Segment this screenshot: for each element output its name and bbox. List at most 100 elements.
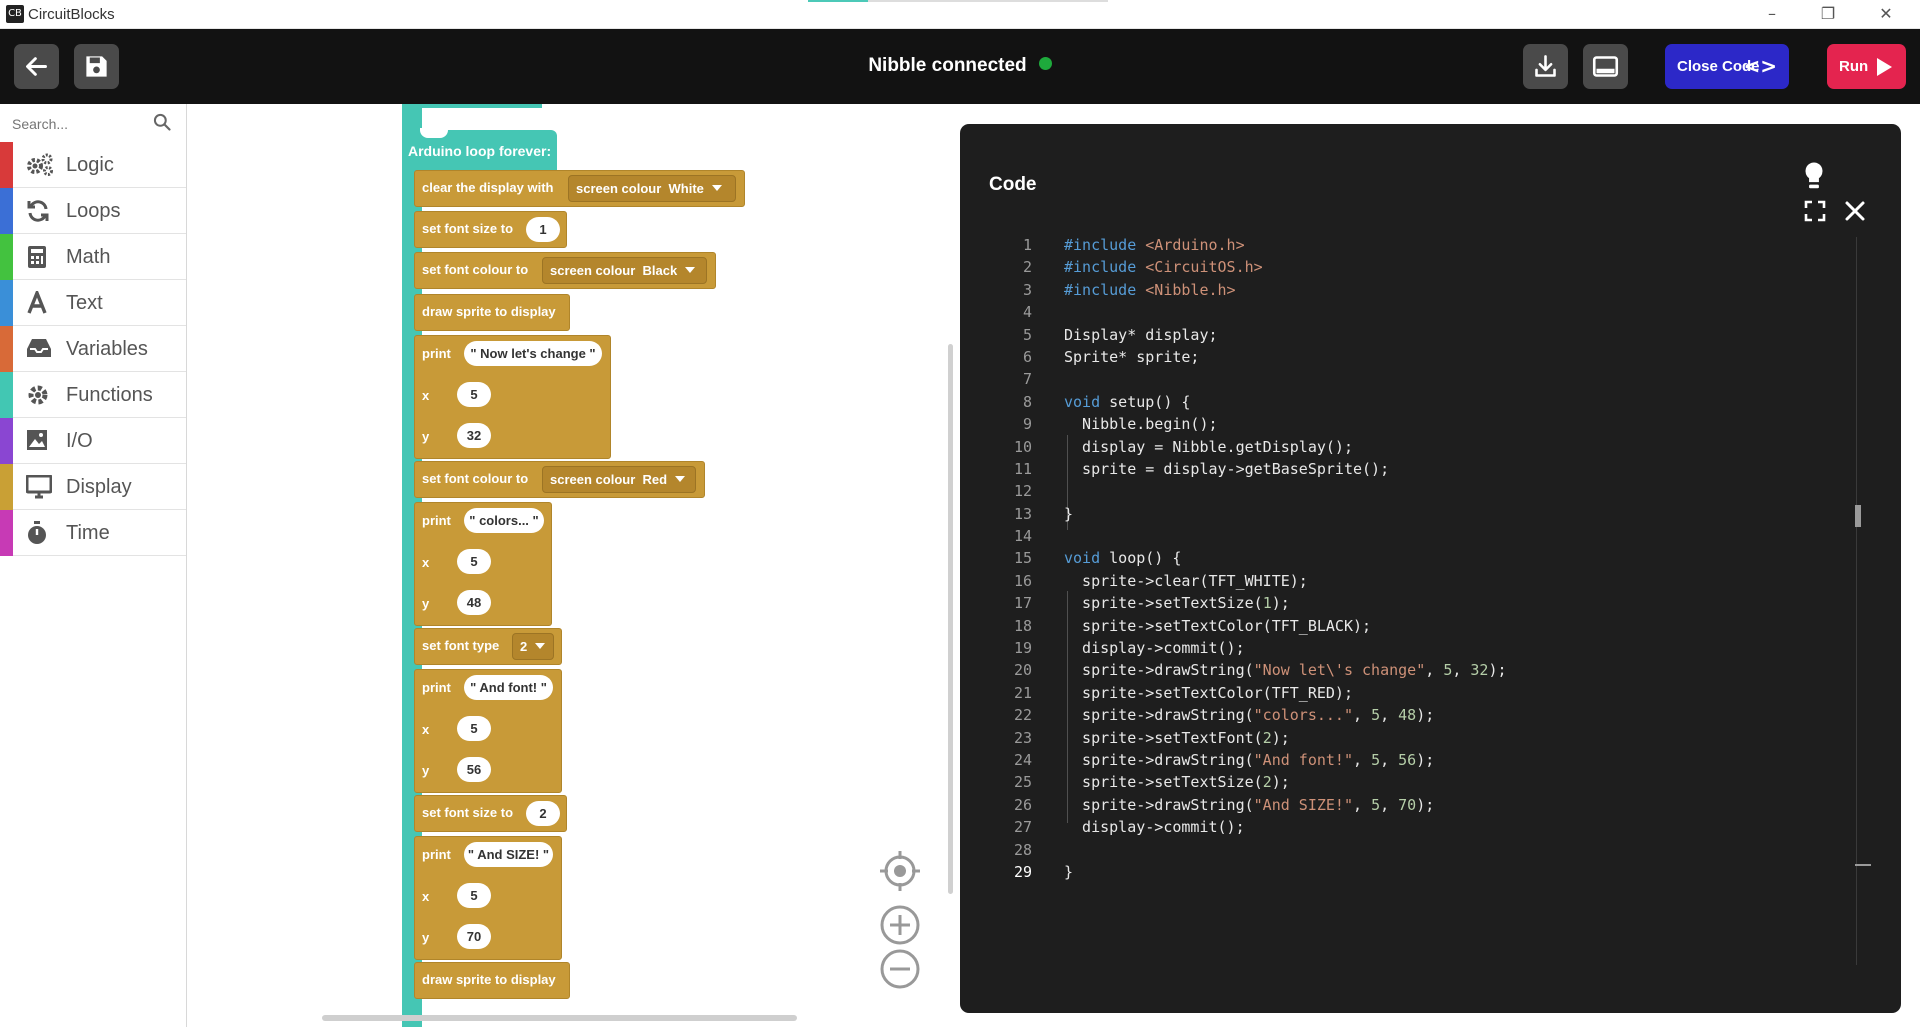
category-color-stripe — [0, 234, 13, 280]
code-line[interactable]: 12 — [960, 480, 1840, 502]
print-y-value[interactable]: 32 — [457, 423, 491, 448]
code-line[interactable]: 29} — [960, 861, 1840, 883]
code-line[interactable]: 17 sprite->setTextSize(1); — [960, 592, 1840, 614]
restore-icon[interactable]: ❐ — [1820, 4, 1836, 23]
inbox-icon — [26, 337, 52, 361]
close-code-label: Close Code — [1677, 58, 1760, 75]
code-scroll-marker — [1855, 864, 1871, 866]
sidebar-item-text[interactable]: Text — [0, 280, 186, 326]
code-line[interactable]: 16 sprite->clear(TFT_WHITE); — [960, 570, 1840, 592]
code-line[interactable]: 21 sprite->setTextColor(TFT_RED); — [960, 682, 1840, 704]
workspace-vertical-scrollbar[interactable] — [948, 344, 953, 894]
code-line[interactable]: 25 sprite->setTextSize(2); — [960, 771, 1840, 793]
code-line[interactable]: 11 sprite = display->getBaseSprite(); — [960, 458, 1840, 480]
loop-forever-block[interactable] — [402, 128, 557, 172]
print-x-value[interactable]: 5 — [457, 382, 491, 407]
print-label: print — [422, 847, 451, 862]
print-x-value[interactable]: 5 — [457, 883, 491, 908]
print-text-value[interactable]: " colors... " — [464, 508, 544, 533]
terminal-window-icon — [1592, 56, 1619, 77]
code-line[interactable]: 4 — [960, 301, 1840, 323]
sidebar-item-display[interactable]: Display — [0, 464, 186, 510]
set-font-colour-label: set font colour to — [422, 262, 529, 277]
close-icon[interactable] — [1844, 200, 1866, 222]
code-line[interactable]: 7 — [960, 368, 1840, 390]
line-number: 27 — [1013, 818, 1032, 837]
sidebar-item-label: Logic — [66, 154, 114, 176]
back-button[interactable] — [14, 44, 59, 89]
print-x-value[interactable]: 5 — [457, 716, 491, 741]
sidebar-item-math[interactable]: Math — [0, 234, 186, 280]
code-line[interactable]: 26 sprite->drawString("And SIZE!", 5, 70… — [960, 794, 1840, 816]
code-editor[interactable]: 1#include <Arduino.h>2#include <CircuitO… — [960, 234, 1840, 883]
sidebar-item-functions[interactable]: Functions — [0, 372, 186, 418]
code-line[interactable]: 20 sprite->drawString("Now let\'s change… — [960, 659, 1840, 681]
code-line[interactable]: 9 Nibble.begin(); — [960, 413, 1840, 435]
print-y-value[interactable]: 48 — [457, 590, 491, 615]
code-line[interactable]: 24 sprite->drawString("And font!", 5, 56… — [960, 749, 1840, 771]
sidebar-item-i-o[interactable]: I/O — [0, 418, 186, 464]
font-type-dropdown[interactable]: 2 — [512, 633, 554, 660]
code-line[interactable]: 23 sprite->setTextFont(2); — [960, 727, 1840, 749]
code-line[interactable]: 1#include <Arduino.h> — [960, 234, 1840, 256]
code-line[interactable]: 27 display->commit(); — [960, 816, 1840, 838]
code-scroll-thumb[interactable] — [1855, 505, 1861, 527]
code-line[interactable]: 14 — [960, 525, 1840, 547]
arrow-left-icon — [26, 57, 47, 76]
fullscreen-icon[interactable] — [1804, 200, 1826, 222]
line-number: 13 — [1013, 504, 1032, 523]
draw-sprite-block[interactable] — [414, 294, 570, 331]
zoom-out-icon[interactable] — [878, 947, 922, 991]
gears-icon — [26, 153, 53, 177]
sidebar-item-logic[interactable]: Logic — [0, 142, 186, 188]
workspace-horizontal-scrollbar[interactable] — [322, 1015, 797, 1021]
code-line[interactable]: 28 — [960, 839, 1840, 861]
font-size-value[interactable]: 2 — [526, 801, 560, 826]
code-line[interactable]: 13} — [960, 503, 1840, 525]
category-color-stripe — [0, 464, 13, 510]
code-line[interactable]: 19 display->commit(); — [960, 637, 1840, 659]
code-scroll-track[interactable] — [1856, 237, 1857, 965]
serial-monitor-button[interactable] — [1583, 44, 1628, 89]
search-input[interactable] — [12, 113, 142, 135]
save-button[interactable] — [74, 44, 119, 89]
code-panel-title: Code — [989, 174, 1037, 195]
line-number: 12 — [1013, 482, 1032, 501]
draw-sprite-block[interactable] — [414, 962, 570, 999]
minimize-icon[interactable]: – — [1768, 4, 1776, 23]
sidebar-item-time[interactable]: Time — [0, 510, 186, 556]
close-code-button[interactable]: Close Code<> — [1665, 44, 1789, 89]
font-size-value[interactable]: 1 — [526, 217, 560, 242]
code-line[interactable]: 18 sprite->setTextColor(TFT_BLACK); — [960, 615, 1840, 637]
clear-colour-dropdown[interactable]: screen colour White — [568, 175, 736, 202]
sidebar-item-variables[interactable]: Variables — [0, 326, 186, 372]
print-x-value[interactable]: 5 — [457, 549, 491, 574]
print-y-value[interactable]: 70 — [457, 924, 491, 949]
print-text-value[interactable]: " And SIZE! " — [464, 842, 553, 867]
code-line[interactable]: 22 sprite->drawString("colors...", 5, 48… — [960, 704, 1840, 726]
font-colour-dropdown[interactable]: screen colour Black — [542, 257, 707, 284]
recenter-icon[interactable] — [878, 849, 922, 893]
download-button[interactable] — [1523, 44, 1568, 89]
search-icon[interactable] — [152, 112, 172, 132]
indent-guide — [1067, 591, 1068, 823]
line-number: 8 — [1022, 392, 1032, 411]
run-button[interactable]: Run — [1827, 44, 1906, 89]
blocks-workspace[interactable]: Arduino loop forever: clear the display … — [187, 104, 960, 1027]
code-line[interactable]: 10 display = Nibble.getDisplay(); — [960, 436, 1840, 458]
print-text-value[interactable]: " Now let's change " — [464, 341, 602, 366]
lightbulb-icon[interactable] — [1799, 160, 1829, 192]
sidebar-item-loops[interactable]: Loops — [0, 188, 186, 234]
zoom-in-icon[interactable] — [878, 903, 922, 947]
code-line-text: #include <CircuitOS.h> — [1064, 258, 1263, 277]
print-text-value[interactable]: " And font! " — [464, 675, 553, 700]
print-y-value[interactable]: 56 — [457, 757, 491, 782]
font-colour-dropdown[interactable]: screen colour Red — [542, 466, 696, 493]
window-close-icon[interactable]: ✕ — [1879, 4, 1893, 23]
code-line[interactable]: 3#include <Nibble.h> — [960, 279, 1840, 301]
code-line[interactable]: 2#include <CircuitOS.h> — [960, 256, 1840, 278]
